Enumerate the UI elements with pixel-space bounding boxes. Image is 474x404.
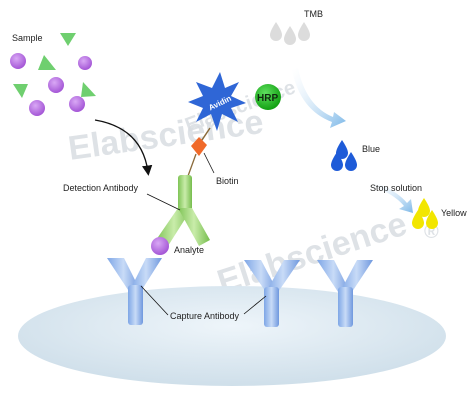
tmb-drops (270, 22, 310, 45)
capture-antibody-label-line (140, 285, 169, 316)
yellow-drop (418, 198, 430, 217)
interfering-molecule-triangle (13, 84, 28, 98)
sample-group: Sample (10, 33, 96, 116)
biotin-label: Biotin (216, 176, 239, 186)
stop-solution-label: Stop solution (370, 183, 422, 193)
tmb-to-blue-arrow (292, 68, 346, 128)
analyte-label: Analyte (174, 245, 204, 255)
capture-antibody (244, 260, 300, 327)
tmb-label: TMB (304, 9, 323, 19)
analyte-molecule (10, 53, 26, 69)
yellow-drop (426, 210, 438, 229)
tmb-drop (270, 22, 282, 41)
capture-antibody (317, 260, 373, 327)
interfering-molecule-triangle (81, 82, 96, 97)
blue-label: Blue (362, 144, 380, 154)
hrp-label: HRP (257, 93, 278, 104)
sample-label: Sample (12, 33, 43, 43)
bound-analyte (151, 237, 169, 255)
detection-antibody-label: Detection Antibody (63, 183, 139, 193)
sample-arrow (94, 119, 153, 176)
biotin-antibody-link (187, 153, 197, 177)
tmb-drop (298, 22, 310, 41)
biotin-label-line (203, 152, 215, 174)
yellow-drops (412, 198, 438, 229)
capture-antibody-label-line (243, 295, 267, 315)
stop-solution-arrow (372, 182, 413, 213)
hrp-enzyme (255, 84, 281, 110)
analyte-molecule (48, 77, 64, 93)
capture-antibody-label: Capture Antibody (170, 311, 240, 321)
yellow-drop (412, 210, 424, 229)
analyte-molecule (69, 96, 85, 112)
detection-antibody (156, 175, 210, 246)
biotin-tag (191, 137, 207, 156)
blue-drop (331, 152, 343, 171)
blue-drops (331, 140, 357, 171)
microplate-well (18, 286, 446, 386)
analyte-molecule (78, 56, 92, 70)
interfering-molecule-triangle (38, 55, 56, 70)
tmb-drop (284, 26, 296, 45)
interfering-molecule-triangle (60, 33, 76, 46)
capture-antibody (107, 258, 162, 325)
blue-drop (345, 152, 357, 171)
detection-antibody-label-line (146, 193, 181, 211)
blue-drop (336, 140, 348, 159)
avidin-star (188, 72, 246, 131)
analyte-molecule (29, 100, 45, 116)
yellow-label: Yellow (441, 208, 467, 218)
